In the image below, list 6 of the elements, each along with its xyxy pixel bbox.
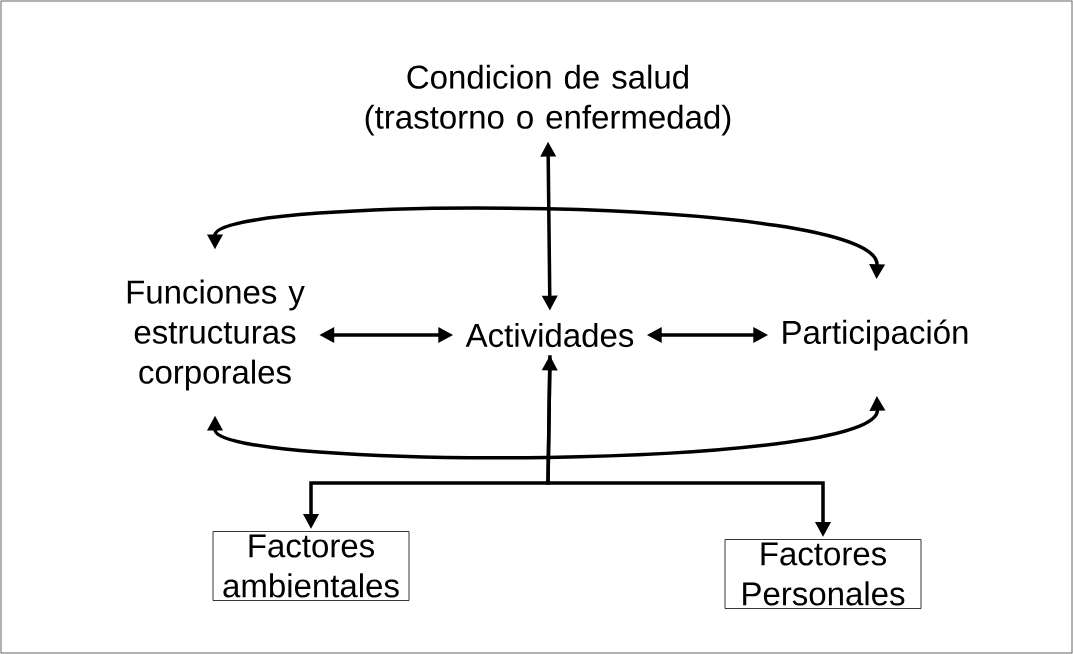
condition-label: Condicion de salud (trastorno o enfermedad) — [365, 64, 731, 136]
component-label: Participación — [783, 319, 968, 351]
component-label: Funciones y estructuras corporales — [127, 279, 305, 391]
component-label: Actividades — [465, 322, 634, 348]
factor-box: Factores Personales — [724, 539, 922, 609]
factor-box: Factores ambientales — [212, 531, 410, 601]
